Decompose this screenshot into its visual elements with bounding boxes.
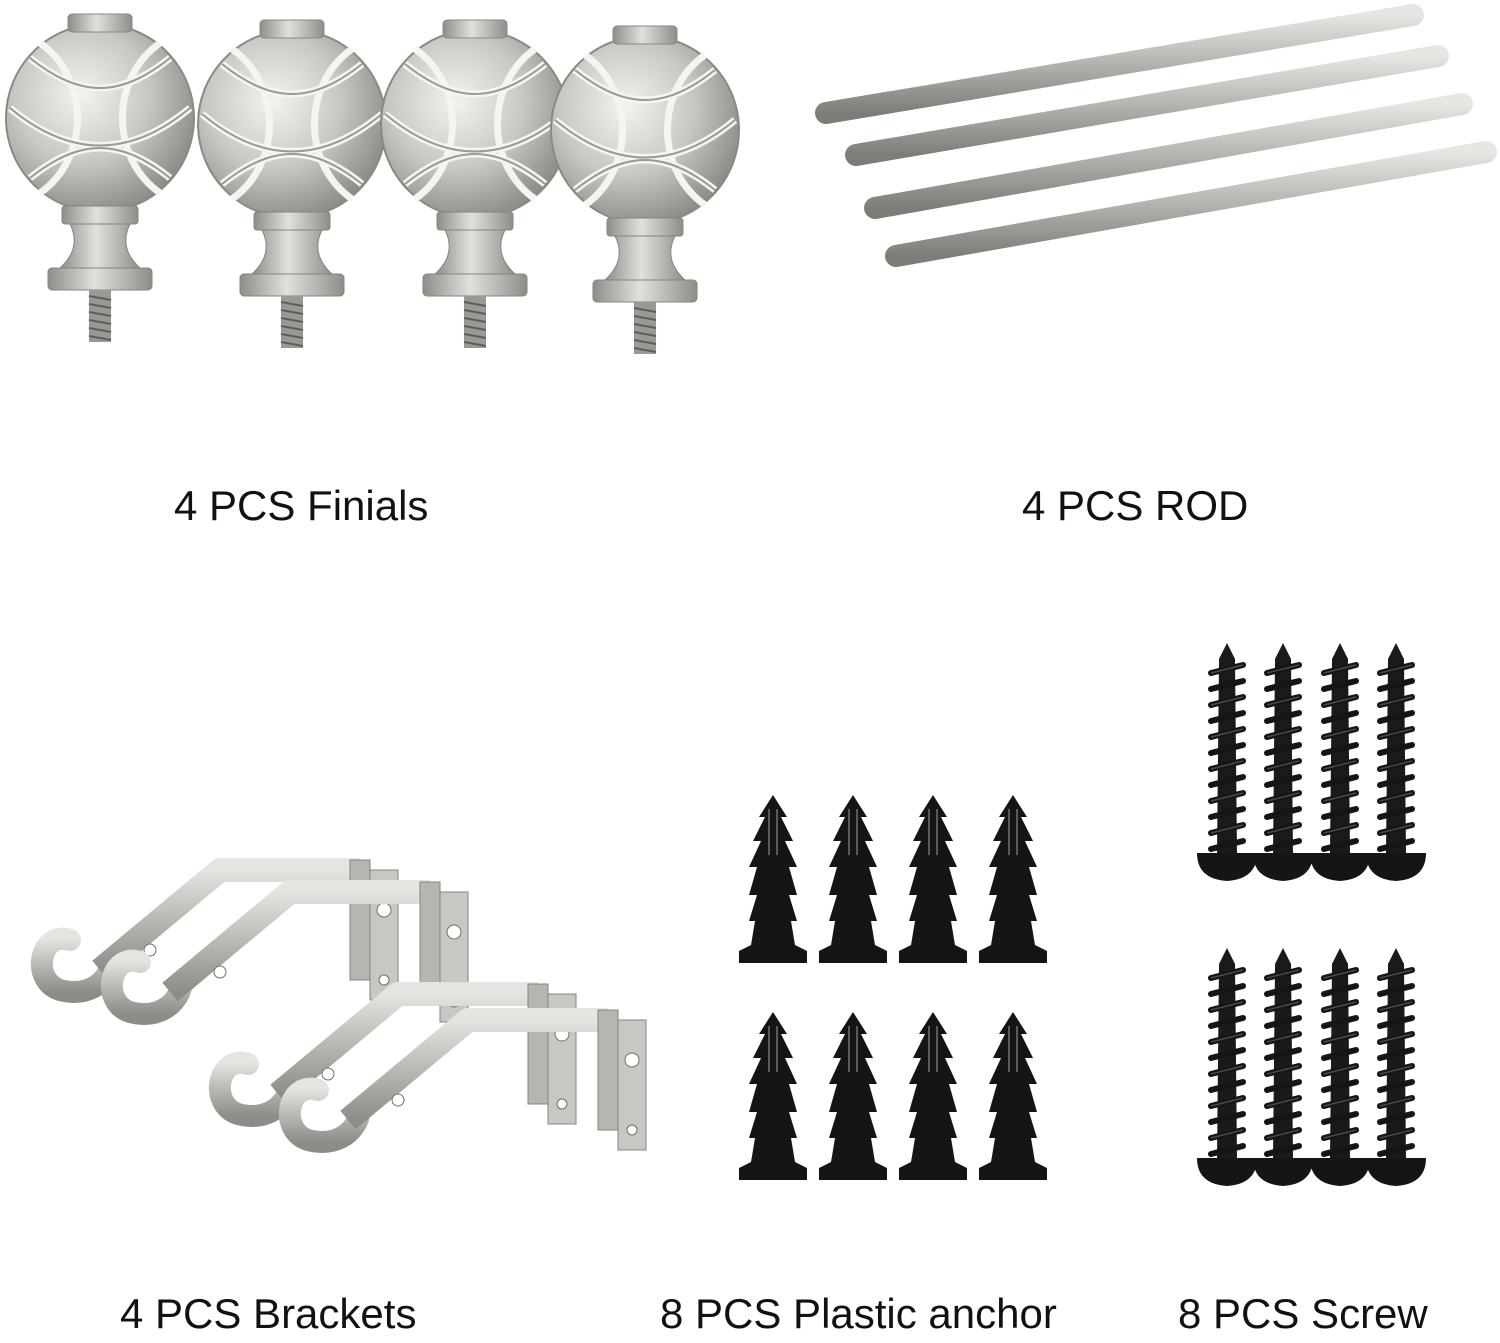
finials-label: 4 PCS Finials <box>174 482 429 529</box>
anchor-1 <box>738 794 808 964</box>
rod-1 <box>815 4 1424 124</box>
screw-2 <box>1253 643 1313 881</box>
rod-2 <box>845 45 1449 166</box>
screws-group <box>1197 643 1426 1186</box>
screw-1 <box>1197 643 1257 881</box>
finial-1 <box>6 14 194 342</box>
screw-4 <box>1366 643 1426 881</box>
screw-label: 8 PCS Screw <box>1178 1290 1428 1337</box>
rod-label: 4 PCS ROD <box>1022 482 1249 529</box>
screw-7 <box>1310 948 1370 1186</box>
finial-4 <box>551 26 739 354</box>
anchors-group <box>738 794 1048 1181</box>
brackets-label: 4 PCS Brackets <box>120 1290 417 1337</box>
screw-5 <box>1197 948 1257 1186</box>
rod-4 <box>885 141 1497 267</box>
anchor-8 <box>978 1011 1048 1181</box>
finial-3 <box>381 20 569 348</box>
screw-3 <box>1310 643 1370 881</box>
screw-6 <box>1253 948 1313 1186</box>
anchor-4 <box>978 794 1048 964</box>
finials-group <box>6 14 739 354</box>
anchor-6 <box>818 1011 888 1181</box>
plastic-anchor-label: 8 PCS Plastic anchor <box>660 1290 1057 1337</box>
anchor-2 <box>818 794 888 964</box>
rod-3 <box>864 93 1473 219</box>
anchor-5 <box>738 1011 808 1181</box>
brackets-group <box>42 860 646 1150</box>
screw-8 <box>1366 948 1426 1186</box>
finial-2 <box>198 20 386 348</box>
anchor-3 <box>898 794 968 964</box>
rods-group <box>815 4 1497 267</box>
anchor-7 <box>898 1011 968 1181</box>
